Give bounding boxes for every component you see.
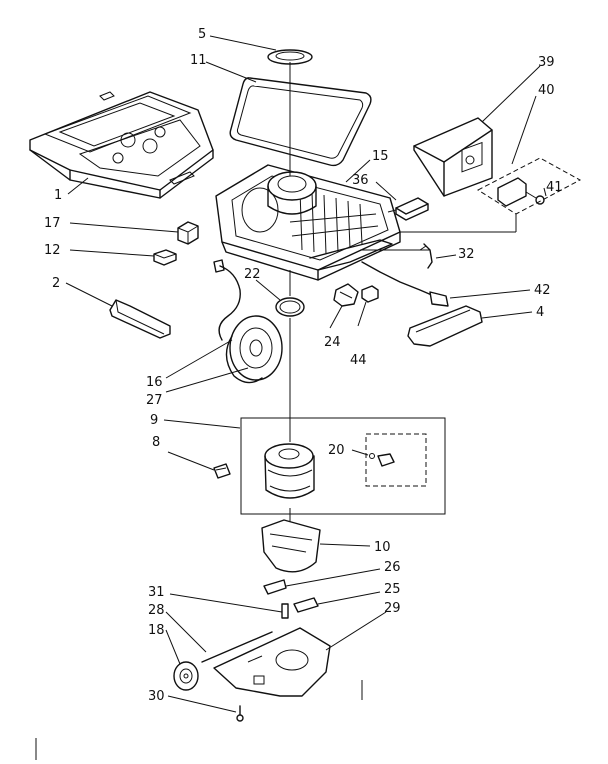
label-4: 4 — [536, 305, 544, 320]
part-24-knob — [333, 283, 359, 307]
label-29: 29 — [384, 601, 401, 616]
label-32: 32 — [458, 247, 475, 262]
part-10-fan-housing — [261, 519, 321, 573]
part-17-clip — [177, 221, 199, 245]
label-15: 15 — [372, 149, 389, 164]
label-10: 10 — [374, 540, 391, 555]
assembly-axis — [289, 62, 517, 522]
label-9: 9 — [150, 413, 158, 428]
label-18: 18 — [148, 623, 165, 638]
label-12: 12 — [44, 243, 61, 258]
part-42-cord-plug — [361, 261, 449, 307]
part-22-ring — [275, 297, 305, 317]
part-1-top-cover — [29, 91, 214, 199]
part-12-block — [153, 249, 177, 266]
label-36: 36 — [352, 173, 369, 188]
label-1: 1 — [54, 188, 62, 203]
label-26: 26 — [384, 560, 401, 575]
label-28: 28 — [148, 603, 165, 618]
part-36-switch — [387, 197, 429, 221]
part-40-dashed-group — [476, 157, 582, 215]
part-16-27-cord-reel — [213, 259, 283, 384]
part-44-block — [361, 285, 379, 303]
part-11-gasket — [229, 77, 372, 167]
leader-lines — [65, 35, 547, 713]
label-31: 31 — [148, 585, 165, 600]
part-4-pedal — [407, 305, 483, 347]
part-8-cap — [213, 463, 231, 479]
label-44: 44 — [350, 353, 367, 368]
label-2: 2 — [52, 276, 60, 291]
part-29-base-plate — [213, 627, 331, 697]
label-27: 27 — [146, 393, 163, 408]
part-number-labels: 5 11 39 40 15 36 41 1 17 12 32 22 2 42 4… — [44, 27, 563, 704]
label-39: 39 — [538, 55, 555, 70]
label-16: 16 — [146, 375, 163, 390]
label-42: 42 — [534, 283, 551, 298]
part-39-bracket — [413, 117, 493, 197]
label-17: 17 — [44, 216, 61, 231]
part-32-pin — [419, 243, 433, 269]
part-31-screw — [281, 603, 289, 619]
part-2-bracket — [109, 299, 171, 339]
part-15-housing — [215, 164, 401, 281]
part-28-axle — [201, 631, 273, 663]
part-18-wheel — [173, 661, 199, 691]
part-30-screw — [236, 705, 244, 722]
label-40: 40 — [538, 83, 555, 98]
label-41: 41 — [546, 180, 563, 195]
label-22: 22 — [244, 267, 261, 282]
label-25: 25 — [384, 582, 401, 597]
part-5-disc — [267, 49, 313, 65]
label-11: 11 — [190, 53, 207, 68]
label-8: 8 — [152, 435, 160, 450]
label-30: 30 — [148, 689, 165, 704]
label-20: 20 — [328, 443, 345, 458]
part-25-bar — [293, 597, 319, 613]
part-26-bar — [263, 579, 287, 595]
part-9-motor-assembly — [240, 417, 446, 515]
label-24: 24 — [324, 335, 341, 350]
label-5: 5 — [198, 27, 206, 42]
